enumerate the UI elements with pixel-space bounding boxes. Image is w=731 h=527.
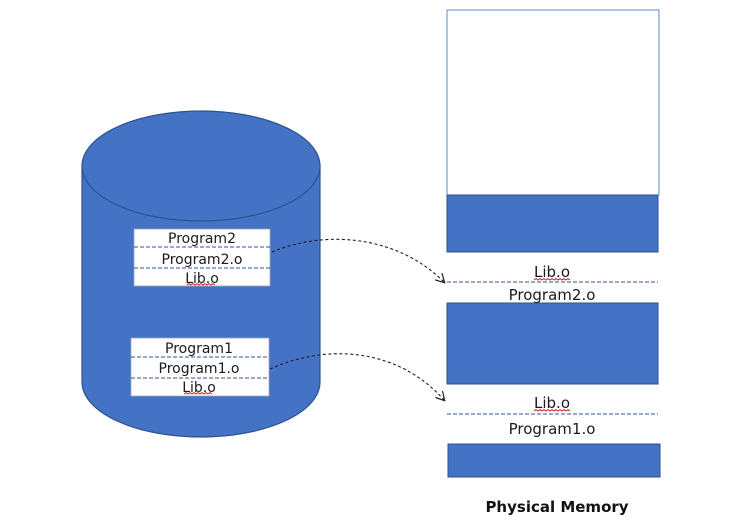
load-arrow-program1 [269,353,444,400]
disk-program2-lib: Lib.o [185,271,219,287]
disk-program1-header: Program1 [165,341,233,357]
memory-program1-object: Program1.o [509,420,596,438]
memory-program1-lib: Lib.o [534,394,570,412]
load-arrow-program2 [271,238,444,282]
memory-free-space [446,9,660,196]
memory-occupied-block [447,443,661,478]
disk-program1-object: Program1.o [159,361,240,377]
spellcheck-squiggle [533,408,571,412]
disk-cylinder-top [81,110,321,222]
disk-program2-header: Program2 [168,231,236,247]
spellcheck-squiggle [183,391,213,395]
physical-memory-caption: Physical Memory [485,498,628,516]
spellcheck-squiggle [186,282,216,286]
spellcheck-squiggle [533,277,571,281]
memory-program2-object: Program2.o [509,286,596,304]
disk-program2-object: Program2.o [162,252,243,268]
physical-memory-column: Lib.o Program2.o Lib.o Program1.o [446,9,661,478]
memory-occupied-block [446,194,659,253]
memory-program2-region: Lib.o Program2.o [447,263,658,304]
disk-program2-block: Program2 Program2.o Lib.o [133,228,271,287]
memory-program2-lib: Lib.o [534,263,570,281]
memory-program1-region: Lib.o Program1.o [447,394,658,438]
disk-program1-block: Program1 Program1.o Lib.o [130,337,270,397]
disk-program1-lib: Lib.o [182,380,216,396]
memory-occupied-block [446,302,659,385]
